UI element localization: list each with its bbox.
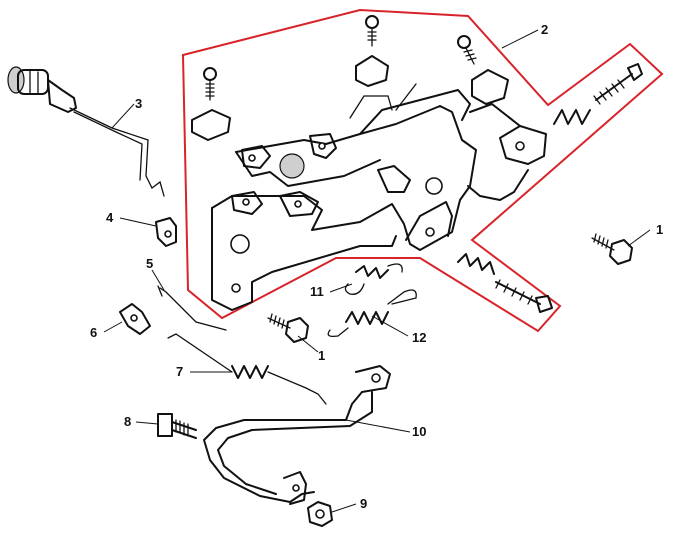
callout-1-lower: 1	[318, 348, 325, 363]
leader-8	[135, 421, 159, 425]
callout-5: 5	[146, 256, 153, 271]
rod-clip-part	[119, 303, 151, 335]
leader-1-right	[627, 229, 651, 247]
control-bracket-assembly-part	[191, 15, 643, 313]
callout-2: 2	[541, 22, 548, 37]
callout-4: 4	[106, 210, 114, 225]
flange-bolt-part-lower	[267, 313, 309, 343]
leader-3	[111, 103, 135, 129]
callout-1-right: 1	[656, 222, 663, 237]
governor-spring-part	[167, 333, 327, 405]
leader-11	[329, 283, 353, 293]
leader-9	[331, 503, 357, 513]
flange-bolt-part-right	[591, 233, 633, 265]
callout-10: 10	[412, 424, 426, 439]
leader-4	[119, 217, 157, 227]
leader-6	[103, 321, 123, 333]
leader-1-lower	[297, 335, 319, 353]
flange-nut-part	[307, 501, 333, 527]
leader-12	[371, 315, 409, 337]
callout-6: 6	[90, 325, 97, 340]
callout-11: 11	[310, 284, 324, 299]
throttle-lever-part	[203, 365, 391, 505]
plate-bolt-part	[157, 413, 197, 439]
callout-labels: 1 2 3 4 5 6 1 7 8 9 10 11 12	[90, 22, 663, 511]
choke-knob-cable-part	[7, 66, 165, 197]
assembly-highlight-outline	[181, 8, 664, 333]
return-spring-part	[344, 263, 403, 295]
callout-3: 3	[135, 96, 142, 111]
governor-rod-part	[157, 285, 227, 331]
callout-9: 9	[360, 496, 367, 511]
leader-5	[151, 269, 165, 291]
leader-2	[501, 29, 539, 49]
callout-7: 7	[176, 364, 183, 379]
callout-8: 8	[124, 414, 131, 429]
tension-spring-part	[327, 289, 417, 338]
leader-10	[345, 419, 411, 433]
cable-clip-part	[155, 217, 177, 247]
leader-lines	[103, 29, 651, 513]
callout-12: 12	[412, 330, 426, 345]
